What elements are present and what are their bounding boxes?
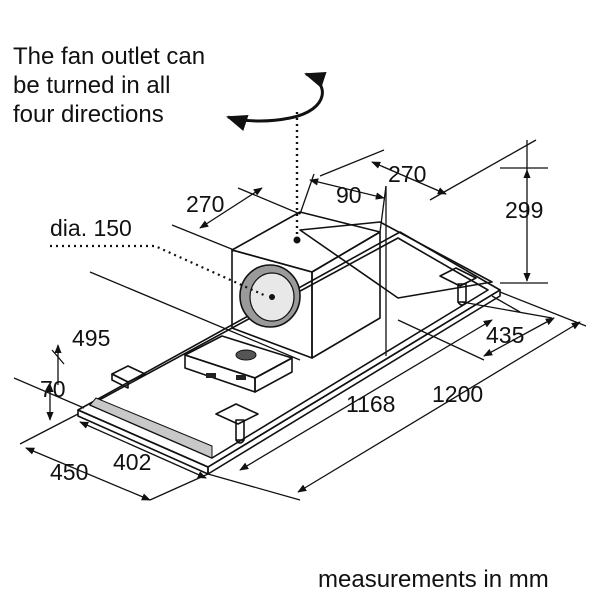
label-dia-150: dia. 150 <box>50 215 132 241</box>
rotation-annotation: The fan outlet can be turned in all four… <box>13 43 327 238</box>
rotation-arrow <box>226 72 327 131</box>
label-1168: 1168 <box>346 391 395 417</box>
fan-outlet <box>239 264 301 328</box>
mounting-clip-front-right <box>215 403 259 444</box>
annotation-line-2: be turned in all <box>13 72 170 99</box>
diameter-callout: dia. 150 <box>50 215 267 298</box>
measurement-units-note: measurements in mm <box>318 566 549 593</box>
label-402: 402 <box>113 449 151 475</box>
mounting-clip-front-left <box>111 365 146 389</box>
label-90: 90 <box>336 182 362 208</box>
annotation-line-3: four directions <box>13 101 164 128</box>
label-70: 70 <box>40 376 66 402</box>
dimension-lines: 270 90 270 299 495 70 435 1168 <box>13 139 587 501</box>
label-270-right: 270 <box>388 161 426 187</box>
label-270-left: 270 <box>186 191 224 217</box>
ceiling-hood-drawing <box>77 211 501 475</box>
label-299: 299 <box>505 197 543 223</box>
fan-box-center-dot <box>293 236 301 244</box>
label-435: 435 <box>486 322 524 348</box>
fan-box-side <box>311 231 381 359</box>
annotation-line-1: The fan outlet can <box>13 43 205 70</box>
label-1200: 1200 <box>432 381 483 407</box>
fan-box-top <box>231 211 381 273</box>
label-450: 450 <box>50 459 88 485</box>
label-495: 495 <box>72 325 110 351</box>
